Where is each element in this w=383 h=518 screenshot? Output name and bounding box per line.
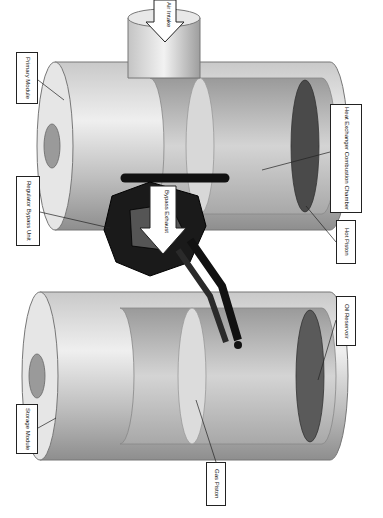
- callout-box: Heat Exchanger Combustion Chamber: [330, 104, 362, 213]
- arrow-label: Air Intake: [158, 2, 172, 27]
- callout-text: Hot Piston: [343, 228, 350, 256]
- callout-text: Gas Piston: [213, 469, 220, 498]
- callout-box: Regulator Bypass Unit: [16, 176, 40, 246]
- callout-box: Gas Piston: [206, 462, 226, 506]
- arrow-label: Bypass Exhaust: [156, 190, 170, 233]
- callout-text: Regulator Bypass Unit: [25, 181, 32, 241]
- callout-box: Storage Module: [16, 404, 38, 454]
- callout-text: Oil Reservoir: [343, 304, 350, 339]
- callout-text: Heat Exchanger Combustion Chamber: [343, 107, 350, 210]
- callout-text: Storage Module: [24, 408, 31, 450]
- callout-text: Primary Module: [24, 57, 31, 99]
- leader-lines: [38, 80, 336, 462]
- callout-box: Hot Piston: [336, 220, 356, 264]
- callout-box: Oil Reservoir: [336, 296, 356, 346]
- callout-box: Primary Module: [16, 52, 38, 104]
- storage-cylinder: [22, 292, 348, 460]
- bypass-valve: [104, 178, 238, 342]
- intake-pipe: [128, 0, 200, 78]
